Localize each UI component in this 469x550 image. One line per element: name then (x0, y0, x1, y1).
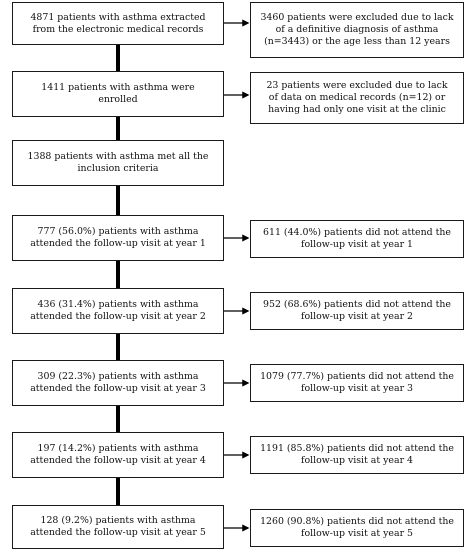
lost-year-3-line-1: 1079 (77.7%) patients did not attend the (260, 371, 454, 382)
step-year-4-line-2: attended the follow-up visit at year 4 (30, 455, 206, 466)
step-year-2-line-1: 436 (31.4%) patients with asthma (37, 299, 199, 310)
lost-year-4-line-2: follow-up visit at year 4 (300, 455, 413, 466)
lost-year-5: 1260 (90.8%) patients did not attend the… (250, 509, 464, 547)
lost-year-5-line-2: follow-up visit at year 5 (300, 528, 413, 539)
lost-year-2-line-1: 952 (68.6%) patients did not attend the (263, 299, 451, 310)
excluded-missing-data-line-1: 23 patients were excluded due to lack (266, 80, 448, 91)
lost-year-5-line-1: 1260 (90.8%) patients did not attend the (260, 516, 454, 527)
lost-year-3-line-2: follow-up visit at year 3 (300, 383, 413, 394)
step-year-5-line-2: attended the follow-up visit at year 5 (30, 527, 206, 538)
step-enrolled-line-2: enrolled (98, 94, 138, 105)
step-extracted-line-2: from the electronic medical records (32, 23, 204, 35)
step-year-3-line-2: attended the follow-up visit at year 3 (30, 383, 206, 394)
lost-year-1-line-2: follow-up visit at year 1 (300, 239, 413, 250)
lost-year-1-line-1: 611 (44.0%) patients did not attend the (263, 227, 451, 238)
excluded-missing-data-line-3: having had only one visit at the clinic (268, 104, 446, 115)
step-year-5-line-1: 128 (9.2%) patients with asthma (40, 515, 196, 526)
excluded-no-diagnosis-line-1: 3460 patients were excluded due to lack (260, 12, 454, 23)
step-year-3-line-1: 309 (22.3%) patients with asthma (37, 371, 199, 382)
step-inclusion-line-2: inclusion criteria (77, 163, 159, 174)
step-enrolled-line-1: 1411 patients with asthma were (41, 82, 195, 93)
step-inclusion-line-1: 1388 patients with asthma met all the (27, 151, 209, 162)
excluded-missing-data-line-2: of data on medical records (n=12) or (268, 92, 446, 103)
lost-year-4-line-1: 1191 (85.8%) patients did not attend the (260, 443, 454, 454)
step-year-2-line-2: attended the follow-up visit at year 2 (30, 311, 206, 322)
step-extracted-line-1: 4871 patients with asthma extracted (30, 11, 206, 23)
excluded-no-diagnosis-line-2: of a definitive diagnosis of asthma (275, 24, 439, 35)
lost-year-4: 1191 (85.8%) patients did not attend the… (250, 436, 464, 474)
excluded-no-diagnosis-line-3: (n=3443) or the age less than 12 years (264, 36, 450, 47)
step-year-1-line-1: 777 (56.0%) patients with asthma (37, 226, 199, 237)
step-year-4-line-1: 197 (14.2%) patients with asthma (37, 443, 199, 454)
lost-year-2-line-2: follow-up visit at year 2 (300, 311, 413, 322)
lost-year-3: 1079 (77.7%) patients did not attend the… (250, 364, 464, 402)
step-year-1-line-2: attended the follow-up visit at year 1 (30, 238, 206, 249)
